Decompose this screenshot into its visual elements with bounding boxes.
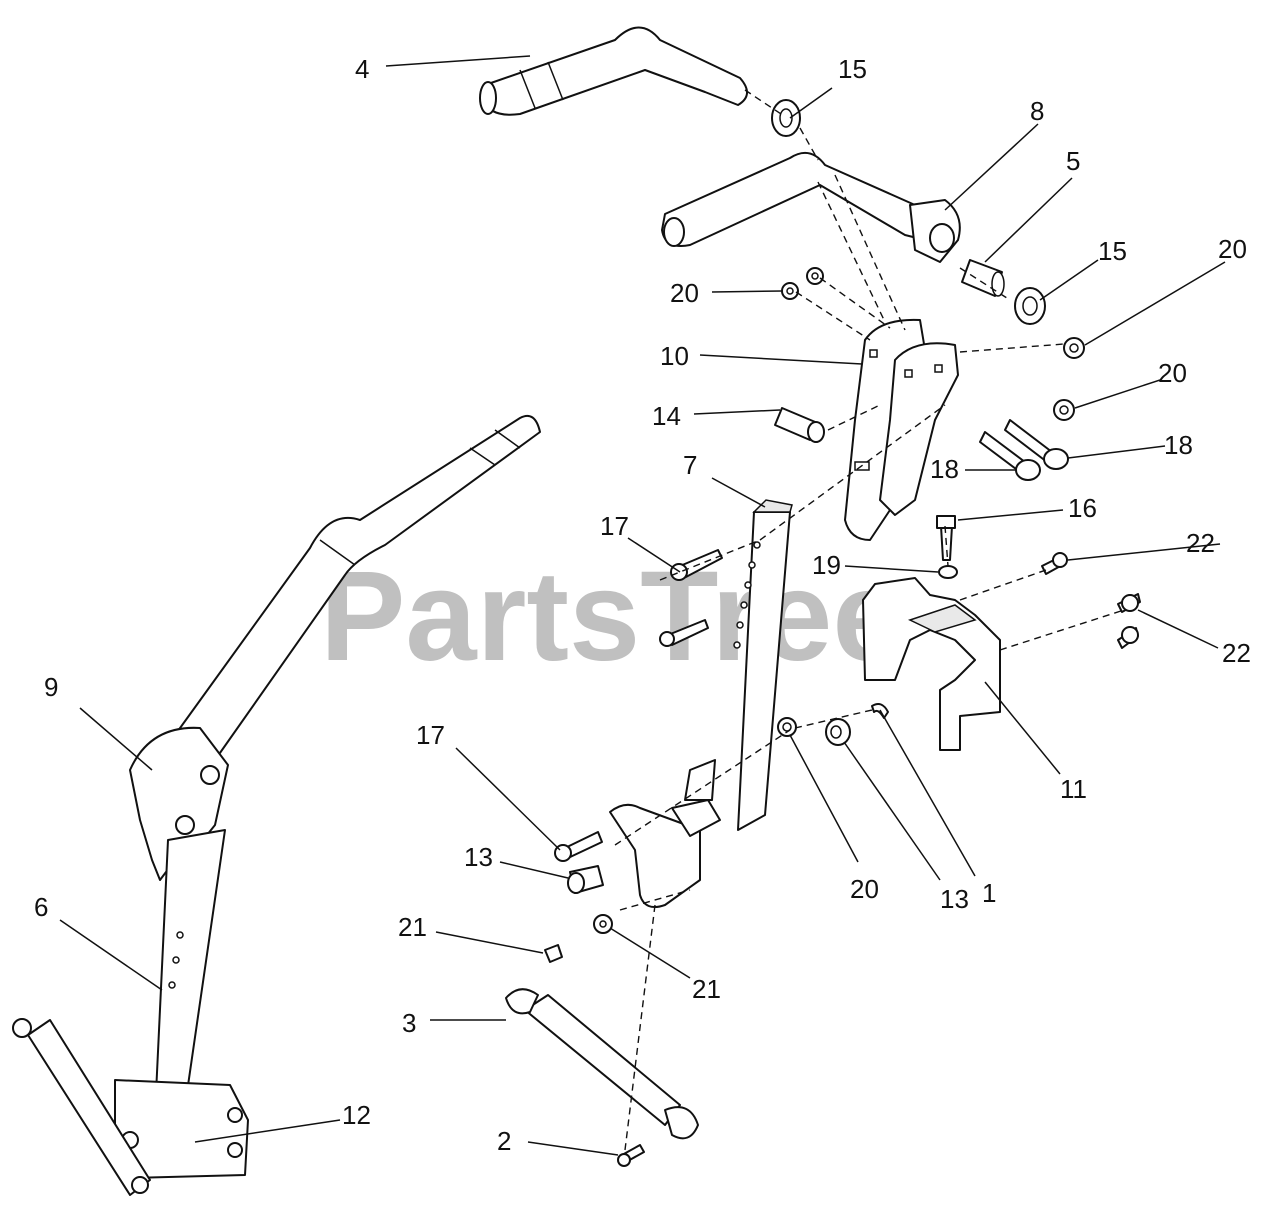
part-8-handle[interactable] <box>661 151 961 263</box>
watermark: PartsTree <box>320 545 904 688</box>
callout-19[interactable]: 19 <box>812 550 841 580</box>
callout-6[interactable]: 6 <box>34 892 48 922</box>
callout-20-bottom[interactable]: 20 <box>850 874 879 904</box>
part-bolt-mid[interactable] <box>659 619 709 647</box>
part-13-bushing-left[interactable] <box>567 865 604 894</box>
part-21-nut-a[interactable] <box>593 914 613 934</box>
callout-20-right[interactable]: 20 <box>1158 358 1187 388</box>
callout-9[interactable]: 9 <box>44 672 58 702</box>
part-left-damper[interactable] <box>12 1018 151 1196</box>
part-20-nut-a[interactable] <box>781 282 799 300</box>
part-18-pin-b[interactable] <box>1004 419 1069 470</box>
part-5-bushing[interactable] <box>961 259 1005 297</box>
callout-18-right[interactable]: 18 <box>1164 430 1193 460</box>
callout-20-left[interactable]: 20 <box>670 278 699 308</box>
part-20-nut-c[interactable] <box>1063 337 1085 359</box>
part-9-bracket[interactable] <box>129 726 229 881</box>
callout-22-upper[interactable]: 22 <box>1186 528 1215 558</box>
part-6-arm[interactable] <box>154 829 226 1121</box>
callout-1[interactable]: 1 <box>982 878 996 908</box>
part-15-washer-right[interactable] <box>1014 287 1046 325</box>
part-21-nut-b[interactable] <box>544 944 563 963</box>
part-17-bolt-lower[interactable] <box>554 831 603 862</box>
callout-11[interactable]: 11 <box>1060 774 1087 804</box>
part-linkage-plate[interactable] <box>609 799 721 908</box>
callout-13-left[interactable]: 13 <box>464 842 493 872</box>
callout-15-top[interactable]: 15 <box>838 54 867 84</box>
callout-15-right[interactable]: 15 <box>1098 236 1127 266</box>
part-22-bolt-c[interactable] <box>1117 626 1139 649</box>
callout-14[interactable]: 14 <box>652 401 681 431</box>
callout-16[interactable]: 16 <box>1068 493 1097 523</box>
callout-17-upper[interactable]: 17 <box>600 511 629 541</box>
part-18-pin-a[interactable] <box>979 431 1041 481</box>
part-19-lockwasher[interactable] <box>938 565 958 579</box>
part-2-bolt[interactable] <box>617 1144 645 1167</box>
callout-21-right[interactable]: 21 <box>692 974 721 1004</box>
part-20-nut-b[interactable] <box>806 267 824 285</box>
callout-2[interactable]: 2 <box>497 1126 511 1156</box>
part-15-washer-top[interactable] <box>771 99 801 137</box>
part-20-nut-e[interactable] <box>777 717 797 737</box>
part-big-handle[interactable] <box>174 414 541 761</box>
part-7-arm[interactable] <box>684 499 793 831</box>
callout-22-lower[interactable]: 22 <box>1222 638 1251 668</box>
part-22-bolt-b[interactable] <box>1117 593 1141 613</box>
callout-17-lower[interactable]: 17 <box>416 720 445 750</box>
callout-8[interactable]: 8 <box>1030 96 1044 126</box>
callout-7[interactable]: 7 <box>683 450 697 480</box>
callout-18-left[interactable]: 18 <box>930 454 959 484</box>
callout-12[interactable]: 12 <box>342 1100 371 1130</box>
part-22-bolt-a[interactable] <box>1041 552 1068 575</box>
callout-4[interactable]: 4 <box>355 54 369 84</box>
part-20-nut-d[interactable] <box>1053 399 1075 421</box>
callout-5[interactable]: 5 <box>1066 146 1080 176</box>
part-4-handle[interactable] <box>479 26 748 116</box>
callout-13-right[interactable]: 13 <box>940 884 969 914</box>
callout-10[interactable]: 10 <box>660 341 689 371</box>
part-11-bracket[interactable] <box>862 577 1001 751</box>
callout-21-left[interactable]: 21 <box>398 912 427 942</box>
callout-20-top-right[interactable]: 20 <box>1218 234 1247 264</box>
part-3-damper[interactable] <box>505 988 699 1140</box>
part-10-bracket[interactable] <box>844 318 959 541</box>
callout-3[interactable]: 3 <box>402 1008 416 1038</box>
part-14-spacer[interactable] <box>774 407 825 443</box>
part-13-bushing-right[interactable] <box>825 718 851 746</box>
